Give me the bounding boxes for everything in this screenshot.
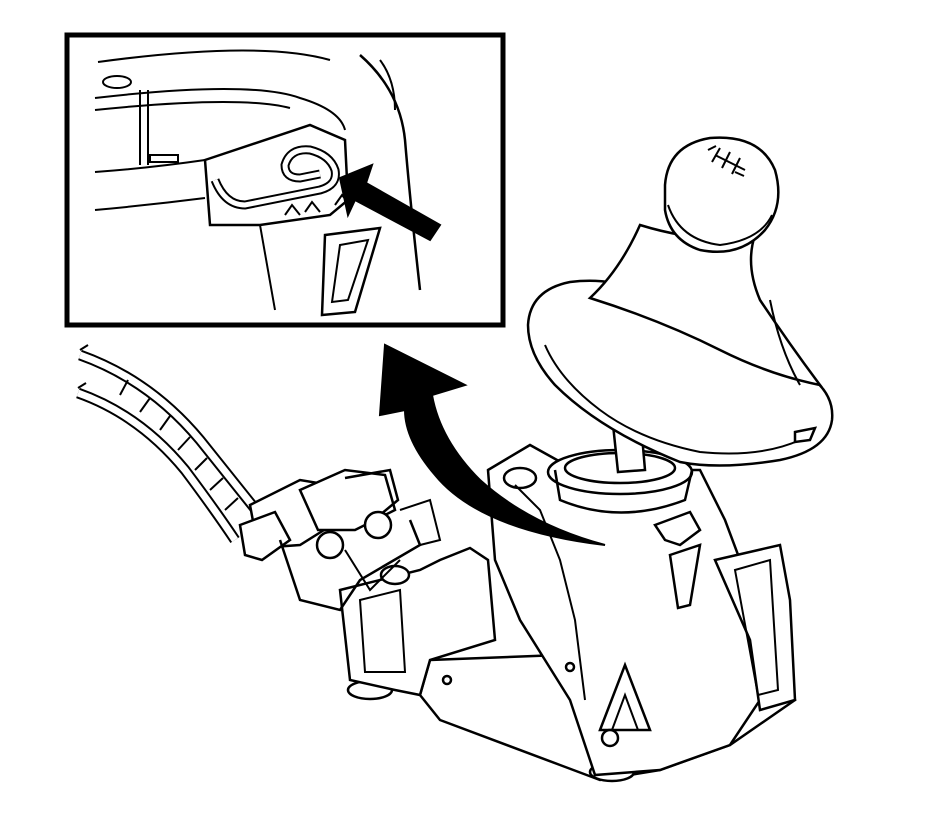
shifter-housing <box>338 443 797 783</box>
shift-pattern-icon <box>707 145 746 177</box>
cable-lower-outline <box>76 387 240 544</box>
boot-tab <box>793 426 818 444</box>
inset-detail <box>64 32 506 328</box>
boot-fold <box>769 299 801 386</box>
connector-2-ridge <box>344 468 400 516</box>
cable-pin-2 <box>363 510 393 540</box>
cable-upper-fill <box>78 351 263 518</box>
shift-boot-knob <box>526 136 834 474</box>
inset-arc-3 <box>94 100 291 111</box>
cable-ribbing <box>119 379 239 511</box>
inset-lever-slot <box>330 238 370 304</box>
knob-collar <box>667 204 773 247</box>
housing-lever <box>668 543 702 610</box>
connector-1-sleeve <box>238 510 292 562</box>
inset-line-b <box>94 197 206 211</box>
boot-base-lip <box>544 344 801 455</box>
inset-housing-edge <box>359 54 422 291</box>
shift-cables <box>76 344 265 544</box>
cable-lower-fill <box>76 389 238 542</box>
retaining-clip-main <box>653 510 702 547</box>
left-arm-panel <box>358 588 407 673</box>
inset-arc-1 <box>97 49 331 63</box>
cable-upper-outline <box>78 349 265 519</box>
mount-hole-a <box>564 661 576 673</box>
pointer-arrow-icon <box>338 163 442 242</box>
connector-bracket <box>278 519 422 612</box>
connector-link <box>344 549 401 592</box>
connector-mount <box>399 498 442 546</box>
inset-inner-edge <box>379 59 396 111</box>
cable-ends <box>77 344 89 389</box>
pivot-bolt <box>502 466 538 490</box>
cable-pin-1 <box>315 530 345 560</box>
front-rib-inner <box>611 692 639 731</box>
right-flange <box>713 543 797 712</box>
inset-hole <box>102 75 132 89</box>
inset-tab <box>149 154 179 163</box>
inset-body-edge <box>259 224 276 311</box>
mount-hole-front <box>600 728 620 748</box>
inset-arc-2 <box>94 88 346 131</box>
curved-arrow-up-icon <box>378 343 606 546</box>
top-ring-skirt <box>553 469 694 514</box>
inset-line-a <box>94 159 206 173</box>
shift-knob <box>663 136 780 254</box>
cable-connectors <box>238 468 442 612</box>
mount-hole-b <box>441 674 453 686</box>
right-flange-slot <box>733 558 780 697</box>
left-arm <box>338 546 497 697</box>
retaining-clip-fill <box>212 147 338 208</box>
tower-edge-line <box>514 484 586 701</box>
